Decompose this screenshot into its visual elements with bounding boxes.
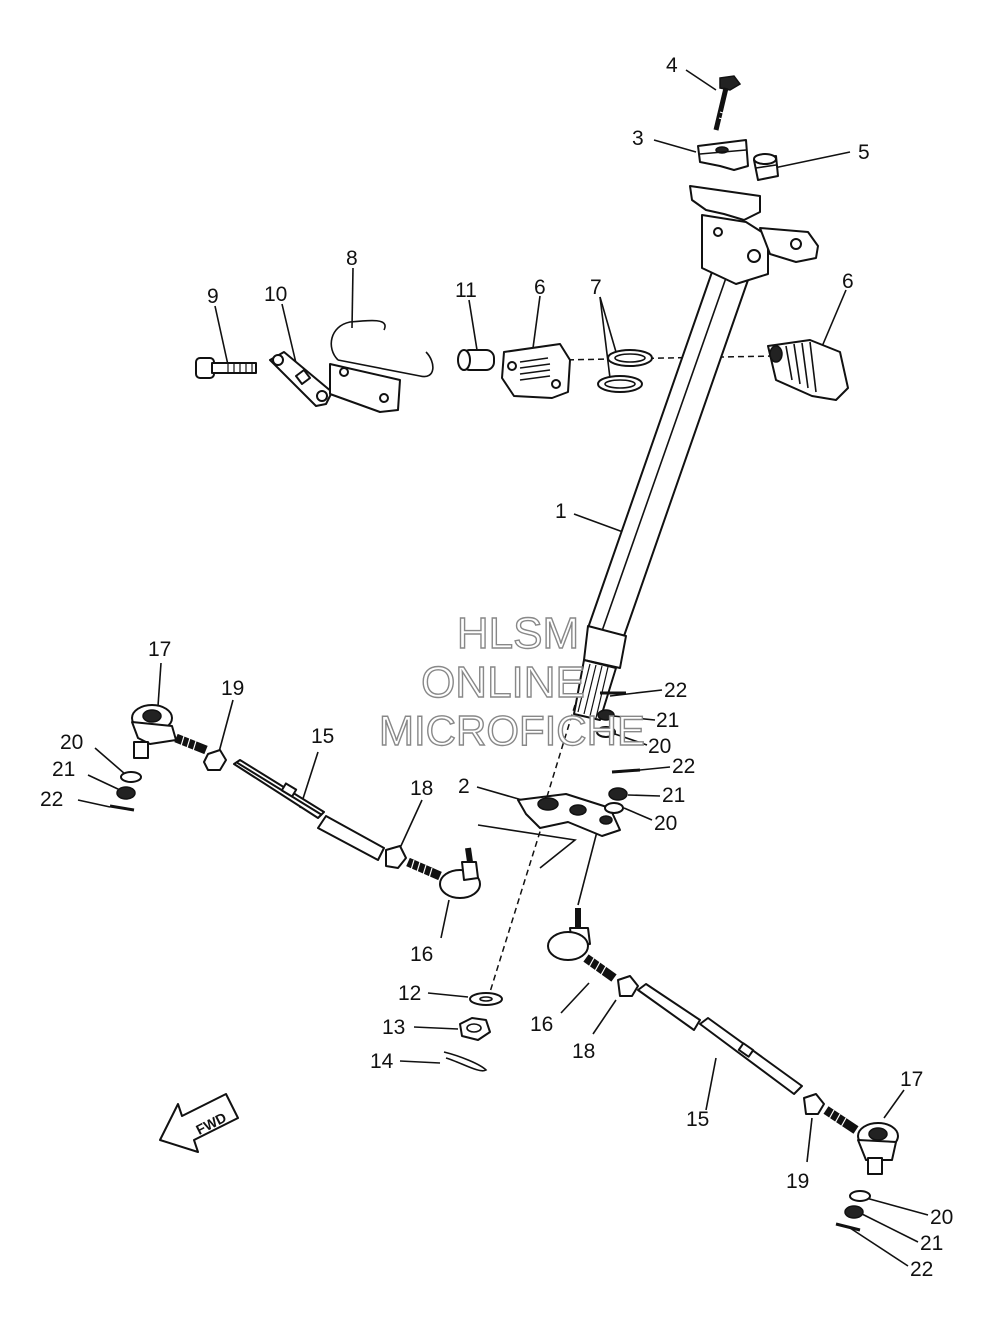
callout-21-col-b: 21 [662, 784, 685, 807]
callout-6-left: 6 [534, 276, 546, 299]
callout-7: 7 [590, 276, 602, 299]
rings-7 [597, 349, 653, 393]
collar-11 [457, 349, 495, 371]
callout-20-col-b: 20 [654, 812, 677, 835]
leader-lines [77, 69, 929, 1267]
bearing-6-left [501, 343, 571, 399]
bolt-9 [195, 357, 257, 379]
callout-16-right: 16 [530, 1013, 553, 1036]
clamp-3 [697, 139, 749, 171]
callout-4: 4 [666, 54, 678, 77]
callout-14: 14 [370, 1050, 394, 1073]
watermark: HLSM ONLINE MICROFICHE [378, 608, 645, 754]
callout-22-right: 22 [910, 1258, 933, 1281]
callout-22-left: 22 [40, 788, 63, 811]
tie-rod-left [109, 704, 481, 899]
callout-17-right: 17 [900, 1068, 923, 1091]
callout-10: 10 [264, 283, 287, 306]
callout-20-right: 20 [930, 1206, 953, 1229]
callout-3: 3 [632, 127, 644, 150]
fwd-arrow-icon: FWD [159, 1093, 239, 1153]
callout-22-col-a: 22 [664, 679, 687, 702]
cotter-pin-14 [443, 1051, 488, 1072]
callout-21-col-a: 21 [656, 709, 679, 732]
callout-5: 5 [858, 141, 870, 164]
bearing-6-right [767, 339, 849, 401]
callout-18-left: 18 [410, 777, 433, 800]
washer-12 [469, 992, 503, 1006]
callout-15-right: 15 [686, 1108, 709, 1131]
watermark-line-2: ONLINE [421, 658, 585, 707]
bushing-5 [753, 153, 779, 181]
callout-1: 1 [555, 500, 567, 523]
callout-9: 9 [207, 285, 219, 308]
callout-21-left: 21 [52, 758, 75, 781]
callout-12: 12 [398, 982, 421, 1005]
callout-16-left: 16 [410, 943, 433, 966]
callout-20-left: 20 [60, 731, 83, 754]
callout-19-left: 19 [221, 677, 244, 700]
callout-21-right: 21 [920, 1232, 943, 1255]
callout-labels: 4 3 5 8 9 10 11 6 7 6 1 2 17 19 15 18 20… [40, 54, 953, 1281]
clip-8 [329, 319, 434, 413]
nut-13 [459, 1017, 491, 1041]
bolt-4 [713, 75, 742, 131]
callout-15-left: 15 [311, 725, 334, 748]
pitman-arm-2 [517, 793, 621, 837]
callout-11: 11 [455, 279, 477, 302]
callout-17-left: 17 [148, 638, 171, 661]
callout-20-col-a: 20 [648, 735, 671, 758]
callout-18-right: 18 [572, 1040, 595, 1063]
column-hardware [596, 691, 641, 814]
plate-10 [269, 351, 333, 407]
watermark-line-3: MICROFICHE [379, 707, 645, 754]
steering-column [573, 185, 819, 721]
callout-13: 13 [382, 1016, 405, 1039]
callout-2: 2 [458, 775, 470, 798]
callout-19-right: 19 [786, 1170, 809, 1193]
watermark-line-1: HLSM [457, 609, 579, 658]
callout-6-right: 6 [842, 270, 854, 293]
tie-rod-right [547, 908, 899, 1232]
callout-22-col-b: 22 [672, 755, 695, 778]
callout-8: 8 [346, 247, 358, 270]
